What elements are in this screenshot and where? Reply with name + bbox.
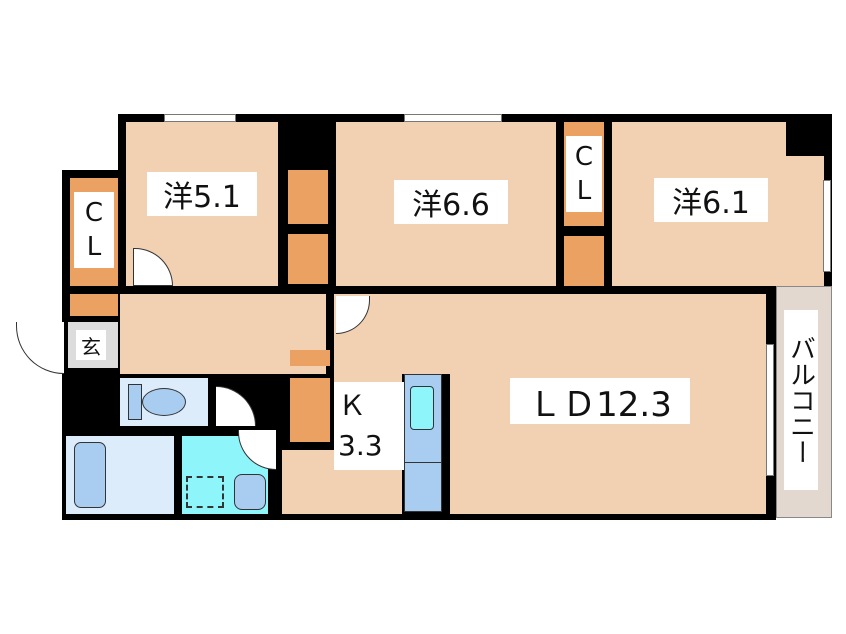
kitchen-label-size: 3.3 [338, 429, 383, 462]
room-label-kitchen: Ｋ 3.3 [334, 382, 406, 470]
stove-icon [404, 462, 442, 512]
room-label-entrance: 玄 [76, 330, 106, 360]
window [823, 180, 831, 272]
window [404, 114, 502, 122]
room-label-western-3: 洋6.1 [654, 178, 768, 222]
closet-right-c: C [574, 142, 594, 172]
counter-wall [442, 374, 450, 514]
closet-right-l: L [576, 176, 592, 206]
closet-left-label: C L [74, 192, 114, 268]
entrance-door-swing [16, 322, 64, 374]
room-label-balcony: バルコニー [784, 310, 818, 490]
room-label-ld: ＬＤ12.3 [510, 378, 690, 425]
storage-entrance [70, 294, 118, 316]
storage-kitchen-1 [290, 350, 330, 366]
pillar [278, 114, 336, 170]
window [766, 344, 774, 476]
window [164, 114, 236, 122]
storage-kitchen-2 [290, 378, 330, 442]
sink-icon [410, 386, 434, 430]
closet-left-l: L [86, 232, 102, 262]
room-label-western-2: 洋6.6 [394, 180, 508, 224]
storage-3 [564, 236, 604, 286]
kitchen-label-k: Ｋ [338, 389, 367, 422]
bathtub-icon [74, 442, 106, 508]
washbasin-icon [234, 474, 266, 510]
toilet-bowl-icon [142, 388, 186, 416]
room-label-western-1: 洋5.1 [147, 172, 257, 216]
storage-2 [288, 234, 328, 284]
room-ld [334, 294, 766, 374]
pillar [786, 114, 832, 156]
closet-right-label: C L [566, 136, 602, 212]
washing-machine-pan-icon [186, 476, 224, 508]
toilet-icon [128, 384, 142, 420]
closet-left-c: C [84, 198, 104, 228]
storage-1 [288, 170, 328, 224]
